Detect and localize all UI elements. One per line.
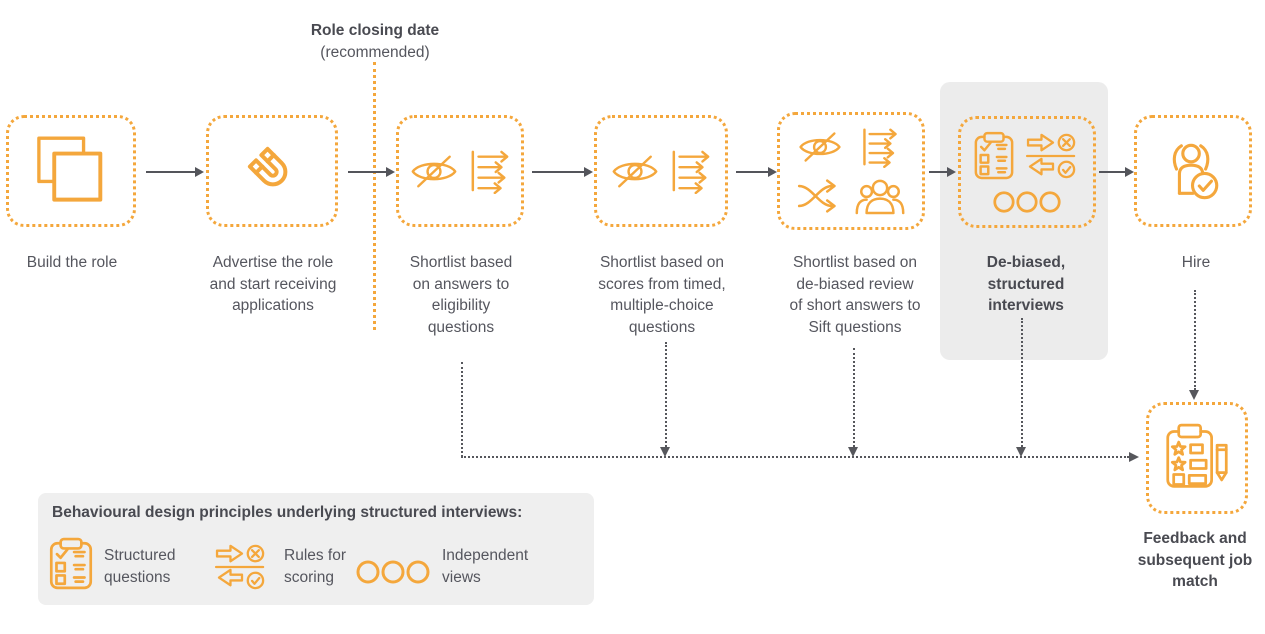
role-closing-date-title: Role closing date bbox=[310, 22, 440, 39]
flow-arrow-1 bbox=[146, 167, 204, 177]
connector-multiple-choice-down bbox=[665, 342, 667, 447]
hidden-eye-icon bbox=[411, 155, 456, 187]
step-shortlist-multiple-choice bbox=[594, 115, 728, 227]
structured-questions-icon bbox=[974, 131, 1014, 179]
structured-questions-icon bbox=[49, 537, 93, 590]
step-shortlist-eligibility bbox=[396, 115, 524, 227]
step-shortlist-sift bbox=[777, 112, 925, 230]
role-closing-date-note: Role closing date (recommended) bbox=[285, 20, 465, 64]
flow-arrow-5 bbox=[929, 167, 956, 177]
connector-sift-down bbox=[853, 348, 855, 447]
shuffle-icon bbox=[797, 179, 836, 213]
arrowhead-feedback bbox=[1129, 452, 1139, 462]
magnet-icon bbox=[247, 146, 288, 187]
ranked-list-icon bbox=[863, 128, 897, 168]
outcome-feedback-box bbox=[1146, 402, 1248, 514]
step-hire bbox=[1134, 115, 1252, 227]
legend-title: Behavioural design principles underlying… bbox=[52, 504, 523, 521]
role-closing-date-subtitle: (recommended) bbox=[320, 44, 430, 61]
role-closing-date-line bbox=[373, 62, 376, 330]
legend-panel: Behavioural design principles underlying… bbox=[38, 493, 594, 605]
connector-hire-down bbox=[1194, 290, 1196, 390]
independent-views-icon bbox=[356, 560, 430, 584]
independent-views-icon bbox=[993, 190, 1061, 213]
step-structured-interviews bbox=[958, 116, 1096, 228]
hidden-eye-icon bbox=[612, 155, 657, 187]
connector-eligibility-down bbox=[461, 362, 463, 457]
group-icon bbox=[855, 179, 905, 215]
ranked-list-icon bbox=[471, 150, 508, 194]
rules-scoring-icon bbox=[214, 544, 265, 590]
connector-interviews-down bbox=[1021, 318, 1023, 447]
step-hire-label: Hire bbox=[1181, 254, 1211, 271]
rules-scoring-icon bbox=[1025, 133, 1076, 178]
arrowhead-interviews bbox=[1016, 447, 1026, 457]
hire-icon bbox=[1172, 143, 1219, 200]
arrowhead-sift bbox=[848, 447, 858, 457]
flow-arrow-3 bbox=[532, 167, 593, 177]
legend-item-structured-questions bbox=[48, 537, 94, 591]
flow-arrow-2 bbox=[348, 167, 395, 177]
connector-feedback-horizontal bbox=[461, 456, 1129, 458]
arrowhead-hire-feedback bbox=[1189, 390, 1199, 400]
ranked-list-icon bbox=[672, 150, 709, 194]
step-build-role-label: Build the role bbox=[26, 254, 118, 271]
legend-item-independent-views bbox=[355, 559, 431, 585]
flow-arrow-4 bbox=[736, 167, 777, 177]
feedback-clipboard-icon bbox=[1166, 423, 1228, 488]
step-build-role bbox=[6, 115, 136, 227]
hidden-eye-icon bbox=[799, 132, 841, 162]
legend-item-rules-scoring bbox=[214, 543, 270, 591]
arrowhead-multiple-choice bbox=[660, 447, 670, 457]
flow-arrow-6 bbox=[1099, 167, 1134, 177]
step-advertise-role bbox=[206, 115, 338, 227]
copy-icon bbox=[37, 136, 103, 202]
